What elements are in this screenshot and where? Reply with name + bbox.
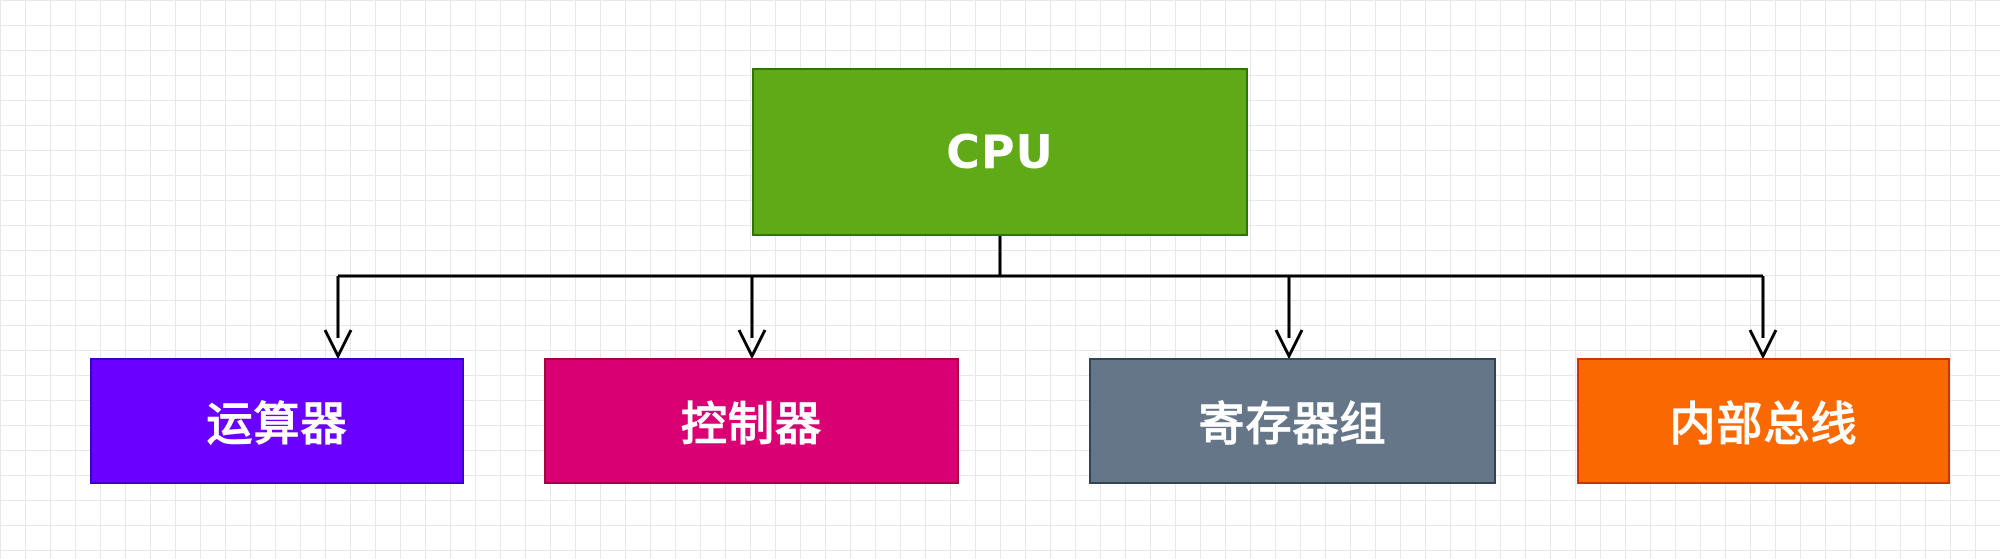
register-file-label: 寄存器组 [1198,397,1387,451]
alu-node: 运算器 [90,358,464,484]
arrowhead-internal-bus [1748,329,1778,360]
alu-label: 运算器 [206,397,348,451]
arrowhead-alu [323,329,353,360]
arrowhead-control [737,329,767,360]
control-unit-label: 控制器 [681,397,822,451]
cpu-label: CPU [946,125,1054,179]
cpu-node: CPU [752,68,1248,236]
internal-bus-label: 内部总线 [1669,397,1858,451]
control-unit-node: 控制器 [544,358,959,484]
internal-bus-node: 内部总线 [1577,358,1950,484]
register-file-node: 寄存器组 [1089,358,1496,484]
arrowhead-registers [1274,329,1304,360]
